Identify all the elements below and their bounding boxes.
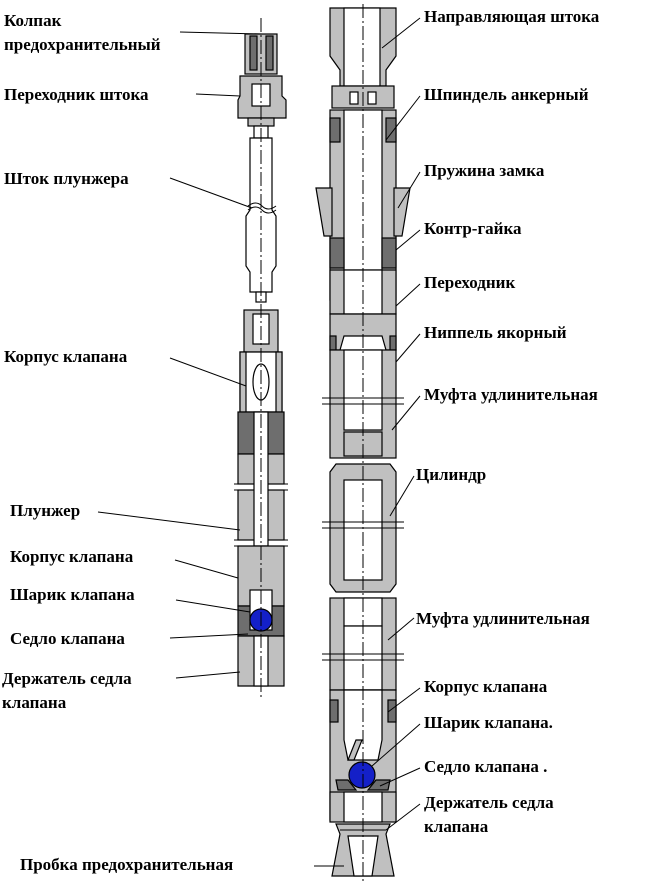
label-cylinder: Цилиндр <box>416 465 486 484</box>
label-anchor-spindle: Шпиндель анкерный <box>424 85 589 104</box>
left-labels: Колпак предохранительный Переходник шток… <box>2 11 161 712</box>
label-cap: Колпак <box>4 11 62 30</box>
label-anchor-nipple: Ниппель якорный <box>424 323 567 342</box>
lock-spring-part <box>315 187 411 237</box>
label-lock-spring: Пружина замка <box>424 161 545 180</box>
label-valve-ball: Шарик клапана <box>10 585 135 604</box>
right-valve-ball <box>348 761 376 789</box>
label-lock-nut: Контр-гайка <box>424 219 522 238</box>
label-valve-seat: Седло клапана <box>10 629 125 648</box>
label-right-valve-body: Корпус клапана <box>424 677 548 696</box>
label-valve-body-2: Корпус клапана <box>10 547 134 566</box>
label-rod-adapter: Переходник штока <box>4 85 149 104</box>
label-adapter: Переходник <box>424 273 515 292</box>
label-ext-coupling-1: Муфта удлинительная <box>424 385 598 404</box>
label-right-valve-seat: Седло клапана . <box>424 757 547 776</box>
label-right-valve-ball: Шарик клапана. <box>424 713 553 732</box>
label-ext-coupling-2: Муфта удлинительная <box>416 609 590 628</box>
label-seat-holder-line2: клапана <box>2 693 67 712</box>
label-cap-line2: предохранительный <box>4 35 161 54</box>
leader-lines <box>97 17 421 867</box>
left-assembly <box>234 18 288 700</box>
lock-nut-part <box>329 237 397 269</box>
right-assembly <box>315 4 411 882</box>
label-protective-plug: Пробка предохранительная <box>20 855 233 874</box>
label-valve-body-1: Корпус клапана <box>4 347 128 366</box>
label-right-seat-holder-line2: клапана <box>424 817 489 836</box>
right-labels: Направляющая штока Шпиндель анкерный Пру… <box>416 7 600 836</box>
rod-adapter-part <box>237 75 287 127</box>
label-seat-holder: Держатель седла <box>2 669 132 688</box>
label-plunger: Плунжер <box>10 501 80 520</box>
label-plunger-rod: Шток плунжера <box>4 169 129 188</box>
label-rod-guide: Направляющая штока <box>424 7 600 26</box>
rod-guide-part <box>329 7 397 109</box>
label-right-seat-holder: Держатель седла <box>424 793 554 812</box>
